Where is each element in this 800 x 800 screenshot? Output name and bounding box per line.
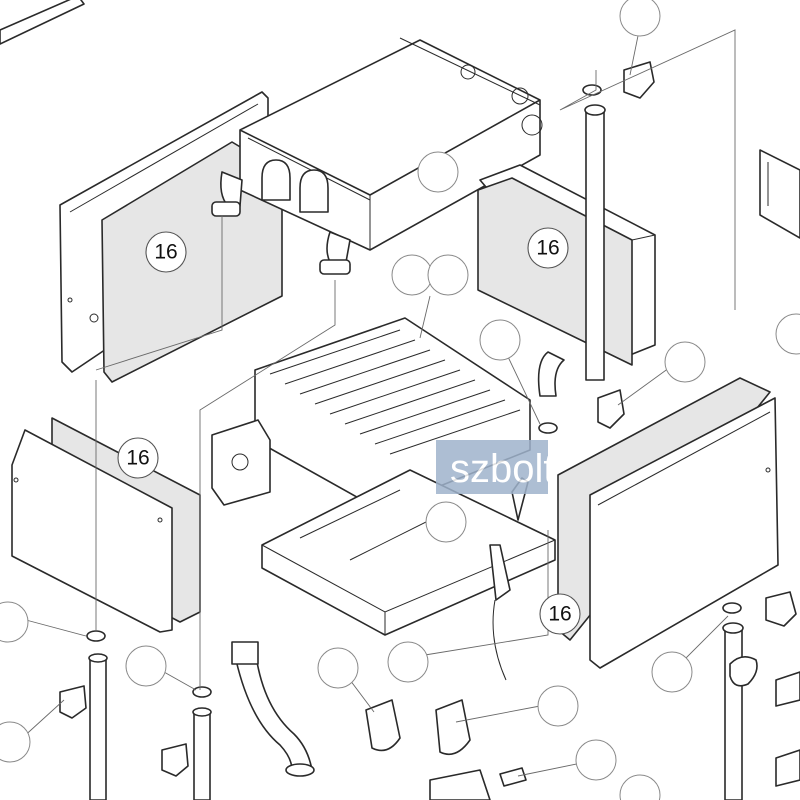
leader-lines bbox=[19, 25, 736, 777]
front-left-panel bbox=[11, 417, 201, 633]
combustion-tray bbox=[261, 469, 556, 636]
callout-label: 16 bbox=[154, 241, 177, 264]
callout-16-front-left: 16 bbox=[117, 437, 159, 479]
watermark-text: szbolt bbox=[450, 447, 555, 491]
callout-16-left-rear: 16 bbox=[145, 231, 187, 273]
front-right-panel bbox=[557, 377, 779, 669]
callout-label: 16 bbox=[548, 603, 571, 626]
callout-16-front-right: 16 bbox=[539, 593, 581, 635]
heat-exchanger bbox=[211, 37, 543, 275]
callout-label: 16 bbox=[126, 447, 149, 470]
callout-16-right-rear: 16 bbox=[527, 227, 569, 269]
watermark-box bbox=[436, 440, 548, 494]
watermark: szbolt bbox=[436, 440, 555, 494]
right-bracket bbox=[759, 149, 800, 239]
small-parts bbox=[59, 61, 800, 800]
frame-rail-top-left bbox=[0, 0, 85, 45]
callout-label: 16 bbox=[536, 237, 559, 260]
